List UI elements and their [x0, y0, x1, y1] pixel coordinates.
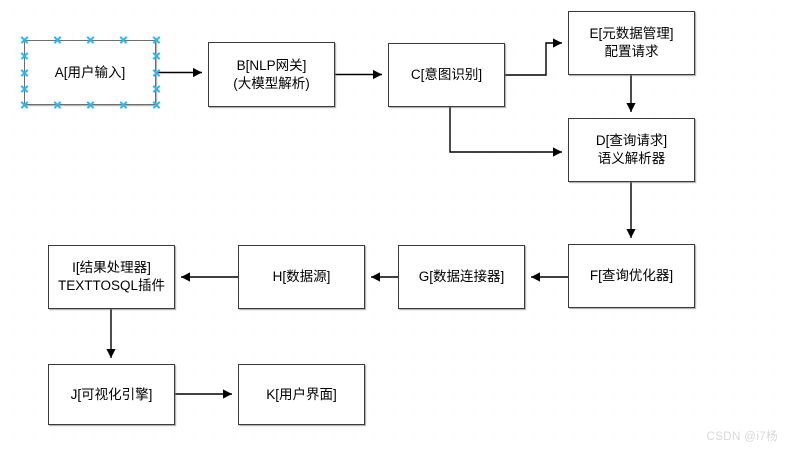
- flow-node-label: I[结果处理器] TEXTTOSQL插件: [57, 260, 166, 293]
- flow-node-label: E[元数据管理] 配置请求: [589, 26, 674, 59]
- flow-node-label: A[用户输入]: [54, 64, 126, 80]
- flow-node-d[interactable]: D[查询请求] 语义解析器: [568, 118, 695, 182]
- resize-handle-11[interactable]: [152, 52, 161, 61]
- resize-handle-7[interactable]: [119, 101, 128, 110]
- flow-node-label: B[NLP网关] (大模型解析): [233, 57, 310, 91]
- flow-node-i[interactable]: I[结果处理器] TEXTTOSQL插件: [48, 245, 175, 309]
- watermark: CSDN @i7杨: [706, 431, 778, 443]
- resize-handle-13[interactable]: [152, 68, 161, 77]
- flow-node-f[interactable]: F[查询优化器]: [568, 244, 695, 308]
- arrowhead-j-k: [223, 389, 232, 399]
- resize-handle-2[interactable]: [53, 36, 62, 45]
- arrowhead-e-d: [626, 103, 636, 112]
- resize-handle-1[interactable]: [20, 101, 29, 110]
- flow-node-e[interactable]: E[元数据管理] 配置请求: [568, 11, 695, 75]
- resize-handle-9[interactable]: [152, 101, 161, 110]
- resize-handle-6[interactable]: [119, 36, 128, 45]
- flow-node-g[interactable]: G[数据连接器]: [398, 245, 525, 309]
- arrowhead-h-i: [181, 272, 190, 282]
- flow-node-k[interactable]: K[用户界面]: [238, 364, 365, 425]
- arrowhead-g-h: [371, 272, 380, 282]
- arrowhead-a-b: [193, 67, 202, 78]
- arrowhead-c-e: [553, 38, 562, 48]
- flow-node-label: C[意图识别]: [410, 67, 483, 83]
- flow-node-a[interactable]: A[用户输入]: [24, 40, 156, 105]
- arrowhead-i-j: [106, 349, 116, 358]
- resize-handle-0[interactable]: [20, 36, 29, 45]
- resize-handle-4[interactable]: [86, 36, 95, 45]
- arrowhead-f-g: [531, 272, 540, 282]
- flow-node-b[interactable]: B[NLP网关] (大模型解析): [208, 42, 335, 107]
- flow-edge-c-d: [449, 107, 562, 153]
- arrowhead-b-c: [373, 69, 382, 80]
- flow-node-label: F[查询优化器]: [589, 268, 674, 284]
- resize-handle-3[interactable]: [53, 101, 62, 110]
- resize-handle-10[interactable]: [20, 52, 29, 61]
- flow-node-label: D[查询请求] 语义解析器: [595, 133, 668, 166]
- flow-node-h[interactable]: H[数据源]: [238, 245, 365, 309]
- flow-node-c[interactable]: C[意图识别]: [388, 43, 505, 107]
- flow-node-label: H[数据源]: [272, 269, 331, 285]
- resize-handle-15[interactable]: [152, 84, 161, 93]
- flow-node-j[interactable]: J[可视化引擎]: [48, 364, 175, 425]
- flow-edge-c-e: [505, 42, 562, 76]
- resize-handle-5[interactable]: [86, 101, 95, 110]
- flow-node-label: K[用户界面]: [266, 386, 337, 402]
- flow-node-label: G[数据连接器]: [418, 269, 505, 285]
- flow-node-label: J[可视化引擎]: [70, 386, 153, 402]
- resize-handle-14[interactable]: [20, 84, 29, 93]
- arrowhead-d-f: [626, 229, 636, 238]
- resize-handle-12[interactable]: [20, 68, 29, 77]
- arrowhead-c-d: [553, 147, 562, 157]
- resize-handle-8[interactable]: [152, 36, 161, 45]
